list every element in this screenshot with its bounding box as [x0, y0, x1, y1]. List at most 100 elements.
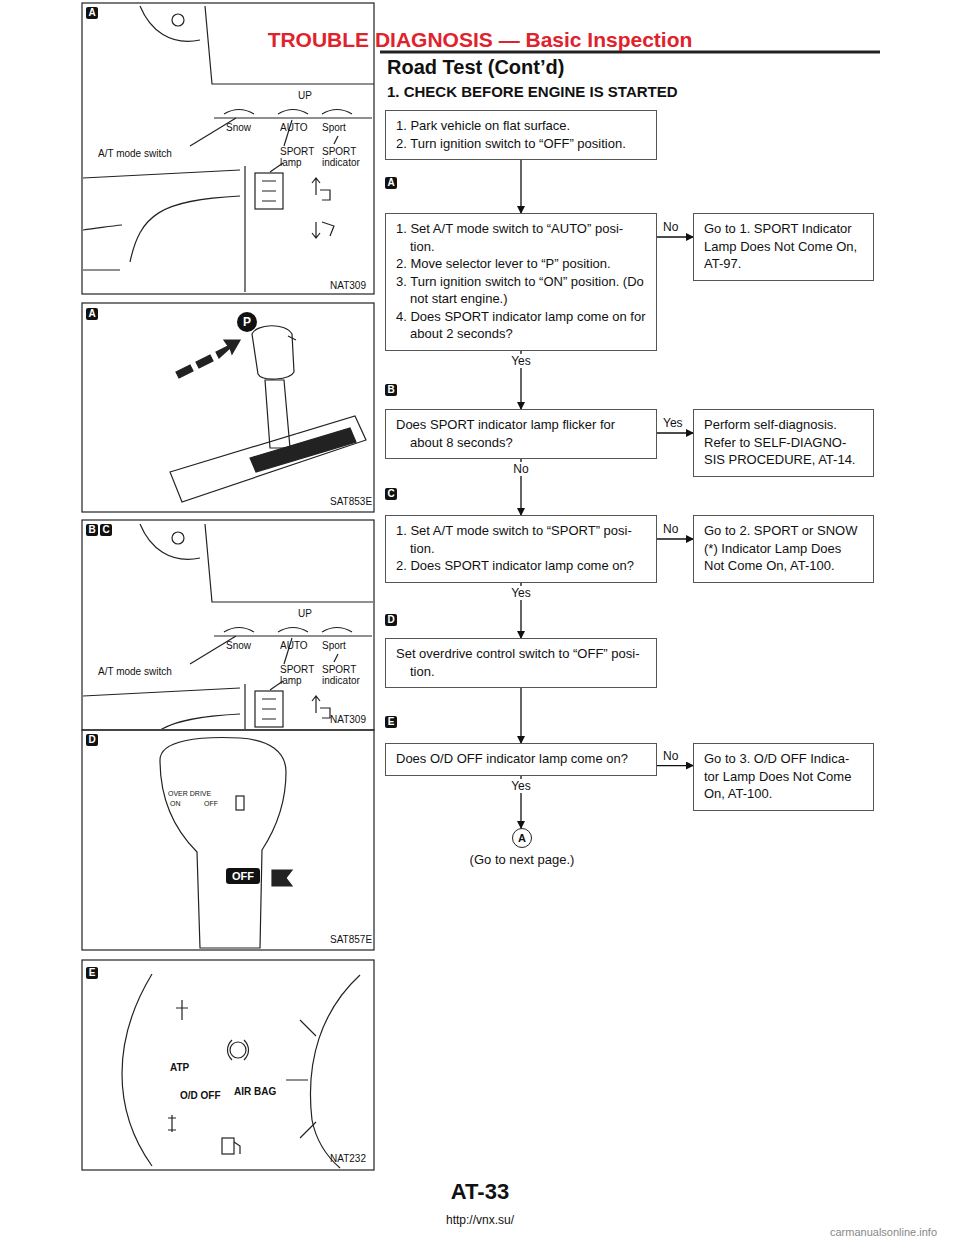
edge-label: Yes	[509, 586, 533, 600]
flow-arrow	[657, 538, 693, 539]
figure-label: OFF	[226, 868, 260, 884]
line-art	[82, 960, 374, 1170]
meter-cluster-figure	[122, 974, 360, 1168]
figure-label: OFF	[204, 800, 218, 808]
flow-arrow	[657, 765, 693, 766]
figure-label: A/T mode switch	[98, 148, 172, 159]
line-art	[310, 975, 360, 1168]
figure-label: SPORT lamp	[280, 664, 320, 686]
line-art	[83, 524, 373, 729]
result-box: Perform self-diagnosis. Refer to SELF-DI…	[693, 409, 874, 477]
figure-label: Sport	[322, 122, 346, 133]
figure-label: SPORT lamp	[280, 146, 320, 168]
line-art	[196, 355, 213, 368]
figure-label: AUTO	[280, 122, 308, 133]
flow-arrow	[520, 160, 521, 213]
figure-label: ATP	[170, 1062, 189, 1073]
process-box: 1. Set A/T mode switch to “SPORT” posi- …	[385, 515, 657, 583]
process-box: Set overdrive control switch to “OFF” po…	[385, 638, 657, 688]
line-art	[272, 870, 292, 886]
figure-label: NAT309	[330, 714, 366, 725]
figure-label: Sport	[322, 640, 346, 651]
illustration-frames	[82, 3, 374, 1170]
result-box: Go to 2. SPORT or SNOW (*) Indicator Lam…	[693, 515, 874, 583]
overdrive-knob-figure	[160, 738, 292, 948]
box-text: Go to 1. SPORT Indicator Lamp Does Not C…	[704, 220, 863, 273]
flow-arrow	[657, 236, 693, 237]
box-text: 3. Turn ignition switch to “ON” position…	[396, 273, 646, 308]
figure-label: SPORT indicator	[322, 146, 372, 168]
figure-label: NAT232	[330, 1153, 366, 1164]
line-art	[288, 336, 296, 340]
figure-label: ON	[170, 800, 181, 808]
edge-label: No	[661, 749, 680, 763]
line-art	[176, 1000, 188, 1020]
connector-text: A	[513, 829, 531, 847]
box-text: 4. Does SPORT indicator lamp come on for…	[396, 308, 646, 343]
figure-label: E	[385, 716, 397, 728]
figure-label: SPORT indicator	[322, 664, 372, 686]
figure-label: A	[86, 7, 98, 19]
figure-label: D	[385, 614, 397, 626]
line-art	[234, 1142, 240, 1154]
box-text: 2. Move selector lever to “P” position.	[396, 255, 646, 273]
figure-label: NAT309	[330, 280, 366, 291]
figure-label: Snow	[226, 122, 251, 133]
line-art	[222, 1138, 234, 1154]
line-art	[286, 1020, 316, 1138]
figure-label: AUTO	[280, 640, 308, 651]
flow-arrow	[657, 432, 693, 433]
figure-label: UP	[298, 90, 312, 101]
figure-label: B	[86, 524, 98, 536]
figure-label: SAT853E	[330, 496, 372, 507]
figure-label: AIR BAG	[234, 1086, 276, 1097]
flow-arrow	[520, 688, 521, 743]
edge-label: Yes	[509, 354, 533, 368]
page-title: TROUBLE DIAGNOSIS — Basic Inspection	[0, 28, 960, 52]
figure-label: C	[385, 488, 397, 500]
figure-label: E	[86, 967, 98, 979]
selector-lever-figure	[170, 326, 366, 502]
connector-node: A (Go to next page.)	[452, 828, 592, 867]
box-text: Go to 3. O/D OFF Indica- tor Lamp Does N…	[704, 750, 863, 803]
line-art	[252, 326, 294, 379]
line-art	[265, 380, 290, 448]
mode-switch-figure-2	[83, 524, 373, 729]
box-text: Perform self-diagnosis. Refer to SELF-DI…	[704, 416, 863, 469]
edge-label: No	[511, 462, 530, 476]
box-text: 1. Set A/T mode switch to “SPORT” posi- …	[396, 522, 646, 557]
line-art	[122, 974, 152, 1166]
connector-circle: A	[512, 828, 532, 848]
edge-label: Yes	[509, 779, 533, 793]
figure-label: C	[100, 524, 112, 536]
line-art	[168, 1115, 176, 1132]
figure-label: D	[86, 734, 98, 746]
line-art	[228, 1040, 249, 1060]
figure-label: UP	[298, 608, 312, 619]
figure-label: A/T mode switch	[98, 666, 172, 677]
line-art	[176, 365, 193, 378]
figure-label: P	[237, 312, 257, 332]
process-box: Does SPORT indicator lamp flicker for ab…	[385, 409, 657, 459]
line-art	[82, 303, 374, 512]
box-text: 1. Park vehicle on flat surface.	[396, 117, 646, 135]
figure-label: OVER DRIVE	[168, 790, 211, 798]
figure-label: Snow	[226, 640, 251, 651]
result-box: Go to 1. SPORT Indicator Lamp Does Not C…	[693, 213, 874, 281]
line-art	[216, 340, 240, 358]
line-art	[170, 416, 366, 502]
figure-label: Road Test (Cont’d)	[387, 56, 564, 78]
figure-label: carmanualsonline.info	[830, 1226, 937, 1238]
line-art	[236, 796, 244, 810]
line-art	[250, 428, 356, 472]
figure-label: A	[385, 177, 397, 189]
edge-label: Yes	[661, 416, 685, 430]
figure-label: http://vnx.su/	[0, 1214, 960, 1227]
process-box: Does O/D OFF indicator lamp come on?	[385, 743, 657, 776]
figure-label: P	[296, 432, 303, 444]
connector-text: (Go to next page.)	[452, 852, 592, 867]
figure-label: B	[385, 384, 397, 396]
